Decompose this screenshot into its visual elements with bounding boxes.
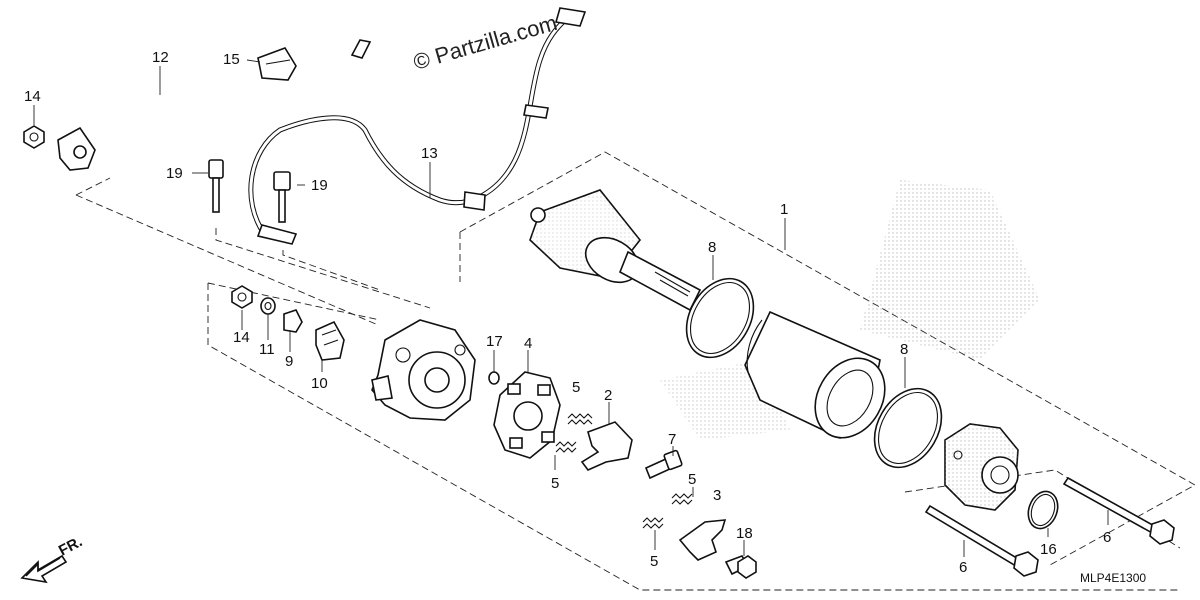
bolt-18 <box>724 555 757 579</box>
direction-label: FR. <box>56 533 85 559</box>
long-bolt-6-upper <box>1062 476 1175 545</box>
screw-7 <box>644 449 683 480</box>
callout-16: 16 <box>1040 541 1057 558</box>
callout-7: 7 <box>668 431 676 448</box>
o-ring-17 <box>488 371 500 385</box>
motor-shading <box>860 180 1040 360</box>
callout-14-b: 14 <box>233 329 250 346</box>
callout-10: 10 <box>311 375 328 392</box>
callout-5-a: 5 <box>572 379 580 396</box>
callout-14-a: 14 <box>24 88 41 105</box>
bolt-19-left <box>208 159 224 213</box>
callout-8-a: 8 <box>708 239 716 256</box>
insulator-9 <box>283 309 303 333</box>
spring-5-a <box>567 413 593 425</box>
brush-holder-4 <box>493 371 561 459</box>
spring-5-b <box>555 441 577 453</box>
bolt-19-right <box>273 171 291 223</box>
washer-11 <box>260 297 276 315</box>
callout-2: 2 <box>604 387 612 404</box>
callout-5-d: 5 <box>650 553 658 570</box>
cable-clamp-15 <box>257 47 297 81</box>
o-ring-8-lower <box>873 387 943 469</box>
callout-15: 15 <box>223 51 240 68</box>
callout-9: 9 <box>285 353 293 370</box>
callout-4: 4 <box>524 335 532 352</box>
starter-cable-12 <box>57 39 372 171</box>
assembly-guide-lines <box>75 151 1196 591</box>
armature <box>529 189 702 312</box>
spring-5-d <box>642 517 664 529</box>
front-direction-arrow <box>20 554 68 584</box>
brush-2 <box>580 421 633 471</box>
callout-5-c: 5 <box>688 471 696 488</box>
motor-case <box>744 310 886 439</box>
terminal-bolt-set-10 <box>315 320 345 361</box>
rear-cover <box>371 319 476 421</box>
callout-19-a: 19 <box>166 165 183 182</box>
spring-5-c <box>671 493 693 505</box>
callout-5-b: 5 <box>551 475 559 492</box>
starter-cable-13 <box>248 7 587 245</box>
callout-11: 11 <box>259 341 275 358</box>
callout-19-b: 19 <box>311 177 328 194</box>
nut-14-top <box>23 125 45 149</box>
diagram-code: MLP4E1300 <box>1080 571 1146 585</box>
callout-leader-lines <box>33 59 1109 557</box>
o-ring-8-upper <box>685 277 755 359</box>
callout-13: 13 <box>421 145 438 162</box>
nut-14-lower <box>231 285 253 309</box>
brush-3 <box>678 519 727 561</box>
callout-17: 17 <box>486 333 503 350</box>
o-ring-16 <box>1027 490 1059 530</box>
callout-3: 3 <box>713 487 721 504</box>
callout-8-b: 8 <box>900 341 908 358</box>
callout-6-a: 6 <box>959 559 967 576</box>
long-bolt-6-lower <box>924 504 1039 577</box>
callout-1: 1 <box>780 201 788 218</box>
callout-12: 12 <box>152 49 169 66</box>
front-cover <box>944 423 1019 511</box>
callout-6-b: 6 <box>1103 529 1111 546</box>
callout-18: 18 <box>736 525 753 542</box>
